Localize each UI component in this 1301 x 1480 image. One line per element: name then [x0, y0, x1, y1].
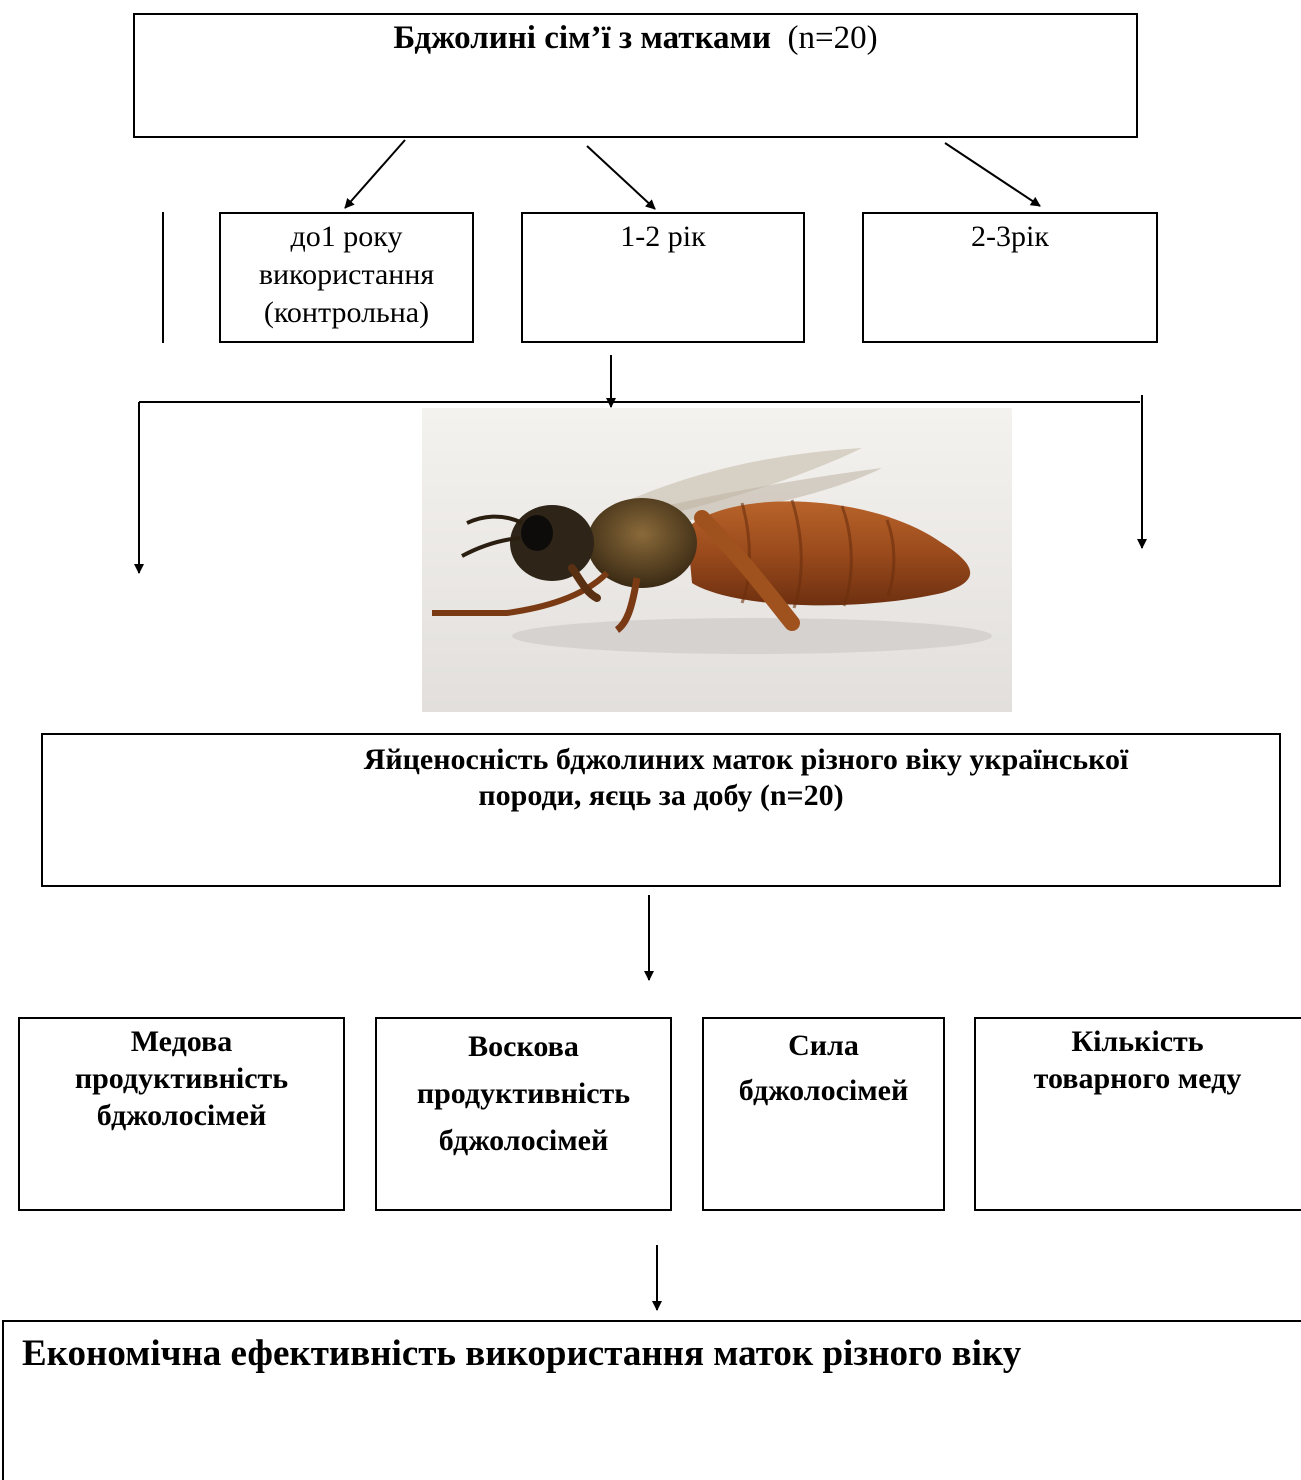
metric-3-line-2: бджолосімей	[702, 1068, 945, 1113]
age-group-label-2: 1-2 рік	[521, 218, 805, 256]
arrow-to-group-3	[945, 143, 1040, 206]
metric-label-2: Воскова продуктивність бджолосімей	[375, 1023, 672, 1164]
top-box-title-bold: Бджолині сім’ї з матками	[393, 20, 771, 56]
age-group-1-line-1: до1 року	[219, 218, 474, 256]
metric-label-1: Медова продуктивність бджолосімей	[18, 1023, 345, 1134]
age-group-1-line-3: (контрольна)	[219, 294, 474, 332]
metric-1-line-1: Медова	[18, 1023, 345, 1060]
metric-4-line-1: Кількість	[974, 1023, 1301, 1060]
metric-4-line-2: товарного меду	[974, 1060, 1301, 1097]
age-group-3-line-1: 2-3рік	[862, 218, 1158, 256]
metric-3-line-1: Сила	[702, 1023, 945, 1068]
arrow-to-group-1	[345, 140, 405, 208]
age-group-label-1: до1 року використання (контрольна)	[219, 218, 474, 332]
top-box-title-n: (n=20)	[788, 20, 878, 56]
egg-production-line-2: породи, яєць за добу (n=20)	[41, 778, 1281, 814]
metric-label-4: Кількість товарного меду	[974, 1023, 1301, 1097]
egg-production-title: Яйценосність бджолиних маток різного вік…	[41, 742, 1281, 814]
top-box-title: Бджолині сім’ї з матками (n=20)	[133, 20, 1138, 57]
metric-1-line-2: продуктивність	[18, 1060, 345, 1097]
age-group-2-line-1: 1-2 рік	[521, 218, 805, 256]
arrow-to-group-2	[587, 146, 655, 209]
bee-queen-photo	[422, 408, 1012, 712]
metric-label-3: Сила бджолосімей	[702, 1023, 945, 1113]
age-group-label-3: 2-3рік	[862, 218, 1158, 256]
age-group-1-line-2: використання	[219, 256, 474, 294]
metric-1-line-3: бджолосімей	[18, 1097, 345, 1134]
metric-2-line-3: бджолосімей	[375, 1117, 672, 1164]
metric-2-line-1: Воскова	[375, 1023, 672, 1070]
metric-2-line-2: продуктивність	[375, 1070, 672, 1117]
economic-efficiency-title: Економічна ефективність використання мат…	[22, 1332, 1292, 1375]
egg-production-line-1: Яйценосність бджолиних маток різного вік…	[41, 742, 1281, 778]
